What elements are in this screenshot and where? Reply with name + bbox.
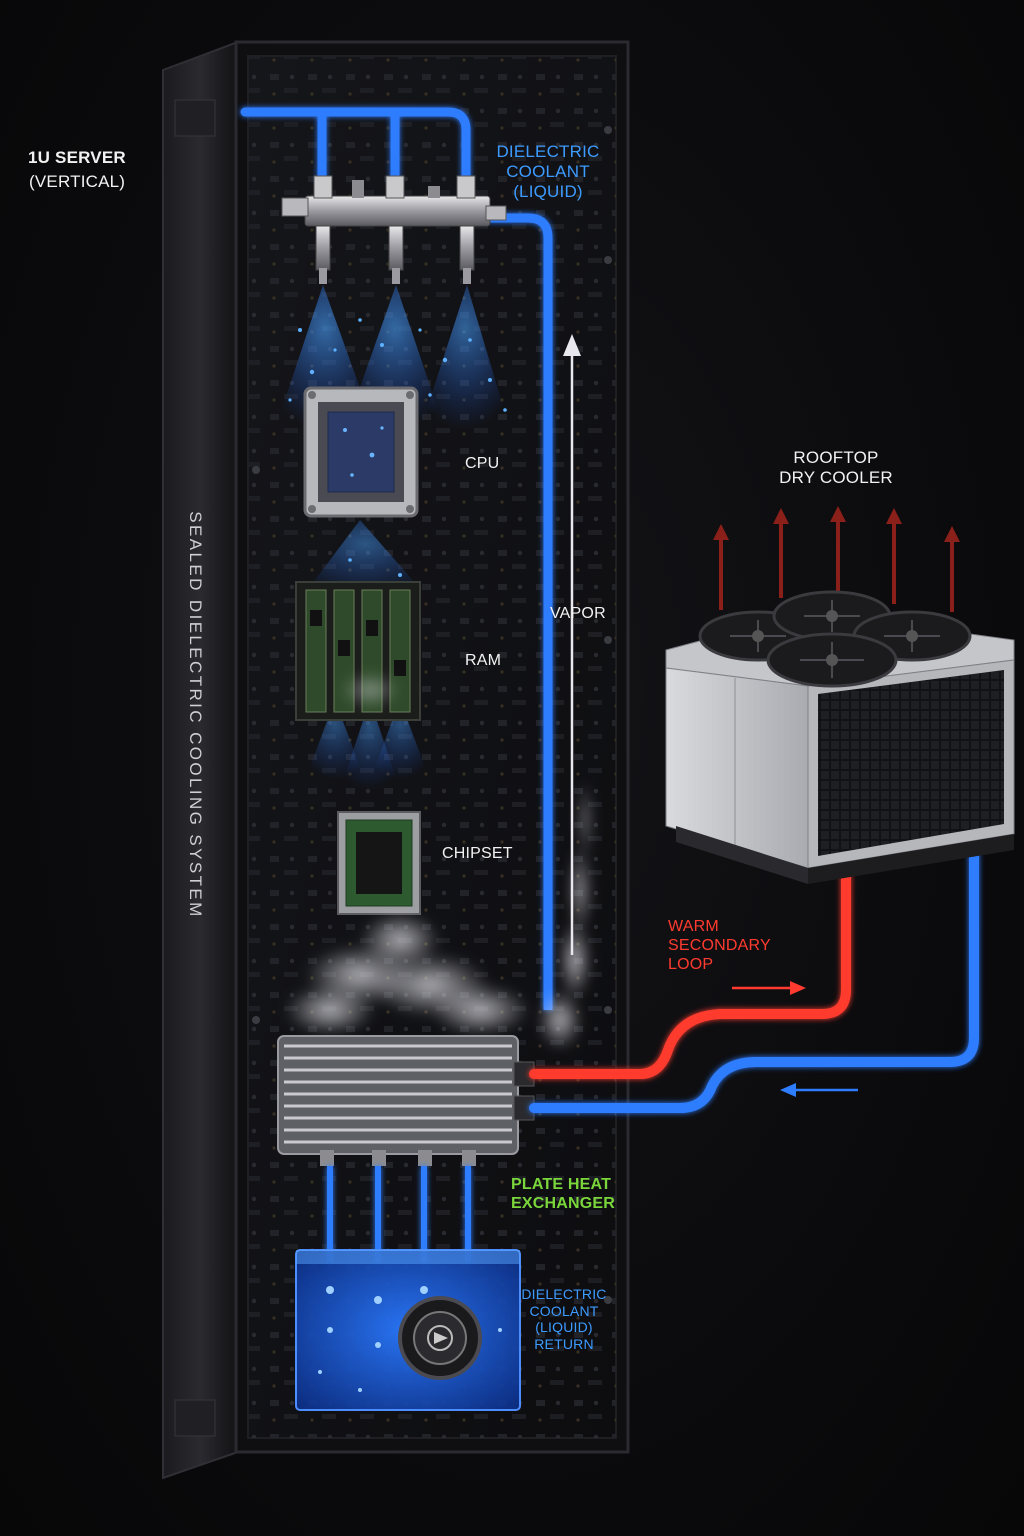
chipset-chip bbox=[337, 811, 421, 915]
phe-label-line2: EXCHANGER bbox=[511, 1194, 616, 1212]
vapor-arrow bbox=[563, 334, 581, 955]
return-label-line3: (LIQUID) bbox=[535, 1319, 593, 1336]
coolant-supply-pipes bbox=[240, 107, 553, 1010]
plate-heat-exchanger-label: PLATE HEAT EXCHANGER bbox=[511, 1176, 615, 1214]
coolant-label: DIELECTRIC COOLANT (LIQUID) bbox=[486, 142, 610, 202]
server-chassis bbox=[162, 40, 630, 1480]
cpu-label: CPU bbox=[465, 455, 500, 472]
warm-loop-label-line1: WARM bbox=[668, 918, 719, 935]
rooftop-label-line1: ROOFTOP bbox=[793, 448, 879, 467]
cpu-chip bbox=[303, 386, 419, 518]
fan-icon bbox=[698, 590, 972, 688]
return-label-line1: DIELECTRIC bbox=[521, 1286, 607, 1302]
vapor-label: VAPOR bbox=[550, 605, 606, 622]
coolant-label-line3: (LIQUID) bbox=[513, 182, 583, 202]
server-title: 1U SERVER bbox=[28, 148, 126, 167]
cool-return-pipe bbox=[529, 837, 979, 1113]
warm-loop-label-line2: SECONDARY bbox=[668, 936, 771, 954]
heat-exhaust-arrows bbox=[713, 506, 960, 612]
coolant-return-drips bbox=[327, 1166, 471, 1262]
ram-label: RAM bbox=[465, 652, 502, 669]
coolant-label-line2: COOLANT bbox=[506, 162, 590, 182]
warm-secondary-pipe bbox=[529, 867, 851, 1079]
vapor-steam bbox=[285, 672, 593, 1050]
dry-cooler-unit bbox=[665, 590, 1015, 884]
flow-arrows bbox=[732, 981, 858, 1097]
side-caption-text: SEALED DIELECTRIC COOLING SYSTEM bbox=[186, 511, 205, 919]
warm-loop-label: WARM SECONDARY LOOP bbox=[668, 918, 771, 975]
rooftop-label: ROOFTOP DRY COOLER bbox=[760, 448, 912, 488]
return-label-line2: COOLANT bbox=[529, 1302, 599, 1319]
server-subtitle: (VERTICAL) bbox=[29, 172, 126, 191]
return-label-line4: RETURN bbox=[534, 1335, 594, 1352]
coolant-label-line1: DIELECTRIC bbox=[496, 142, 600, 161]
pump-icon bbox=[398, 1296, 482, 1380]
chipset-label: CHIPSET bbox=[442, 845, 513, 862]
plate-heat-exchanger bbox=[277, 1035, 535, 1166]
return-label: DIELECTRIC COOLANT (LIQUID) RETURN bbox=[516, 1286, 612, 1352]
phe-label-line1: PLATE HEAT bbox=[511, 1176, 612, 1193]
spray-manifold bbox=[281, 175, 507, 284]
rooftop-label-line2: DRY COOLER bbox=[779, 468, 893, 488]
warm-loop-label-line3: LOOP bbox=[668, 955, 714, 973]
